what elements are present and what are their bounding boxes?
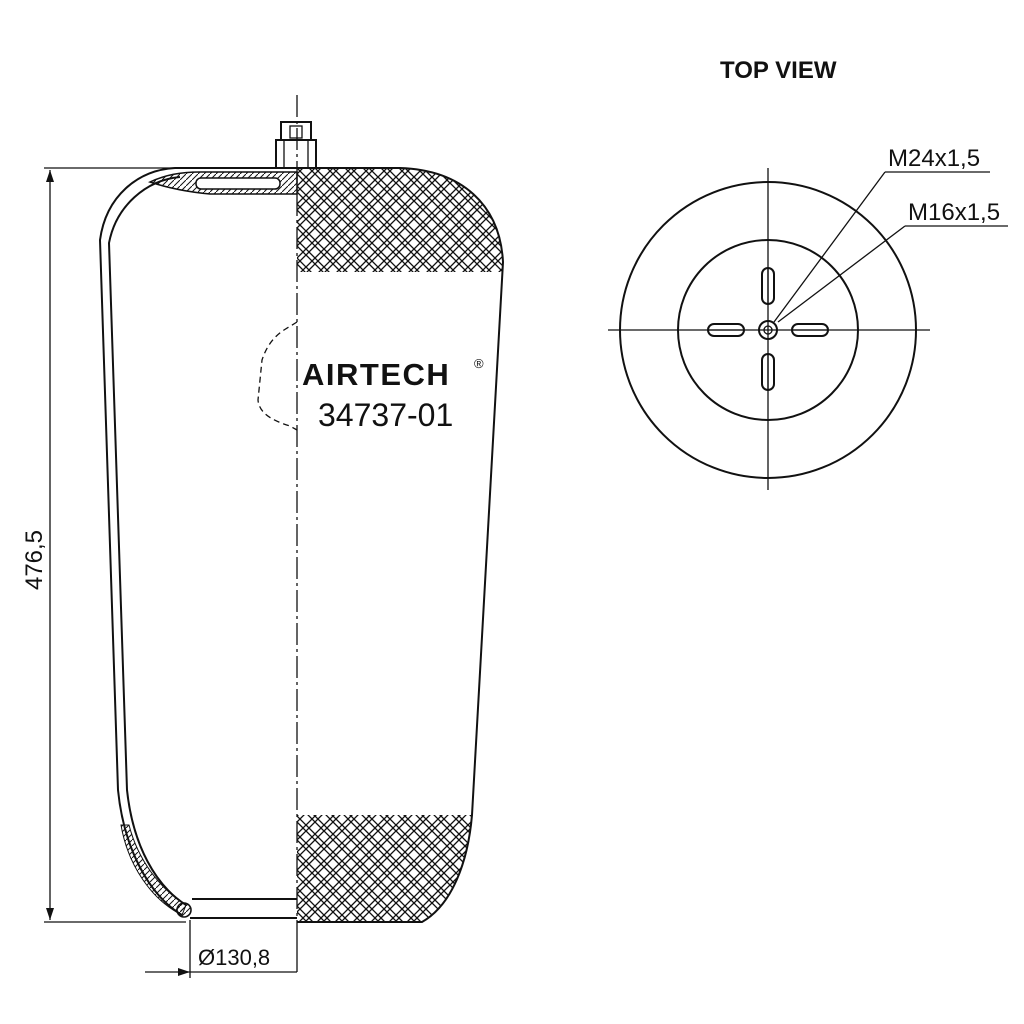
thread-large-label: M24x1,5	[888, 145, 980, 172]
part-number: 34737-01	[318, 397, 453, 433]
bellow-inner-wall	[107, 176, 187, 906]
stud-thread	[280, 121, 312, 141]
top-view-title: TOP VIEW	[720, 57, 837, 84]
leader-line-small-thread	[777, 225, 906, 323]
center-port-outer	[758, 320, 778, 340]
brand-name: AIRTECH	[302, 357, 450, 392]
center-port-inner	[763, 325, 773, 335]
leader-line-large-thread	[773, 171, 886, 323]
diameter-dimension: Ø130,8	[145, 920, 298, 978]
brand-label: AIRTECH ® 34737-01	[302, 356, 484, 433]
thread-small-label: M16x1,5	[908, 199, 1000, 226]
cross-section	[98, 167, 298, 919]
top-view: TOP VIEW M24x1,5 M16x1,5	[608, 57, 1008, 490]
height-dimension: 476,5	[21, 167, 186, 923]
top-stud	[275, 121, 317, 169]
height-dimension-label: 476,5	[21, 530, 48, 590]
section-notch	[257, 321, 298, 431]
stud-core	[289, 125, 303, 139]
brand-registered-mark: ®	[474, 356, 484, 371]
bottom-bead-ring	[176, 902, 192, 918]
exterior-outline	[297, 167, 505, 923]
side-view: 476,5	[21, 95, 505, 978]
top-bead	[195, 177, 281, 190]
diameter-dimension-label: Ø130,8	[198, 945, 270, 970]
